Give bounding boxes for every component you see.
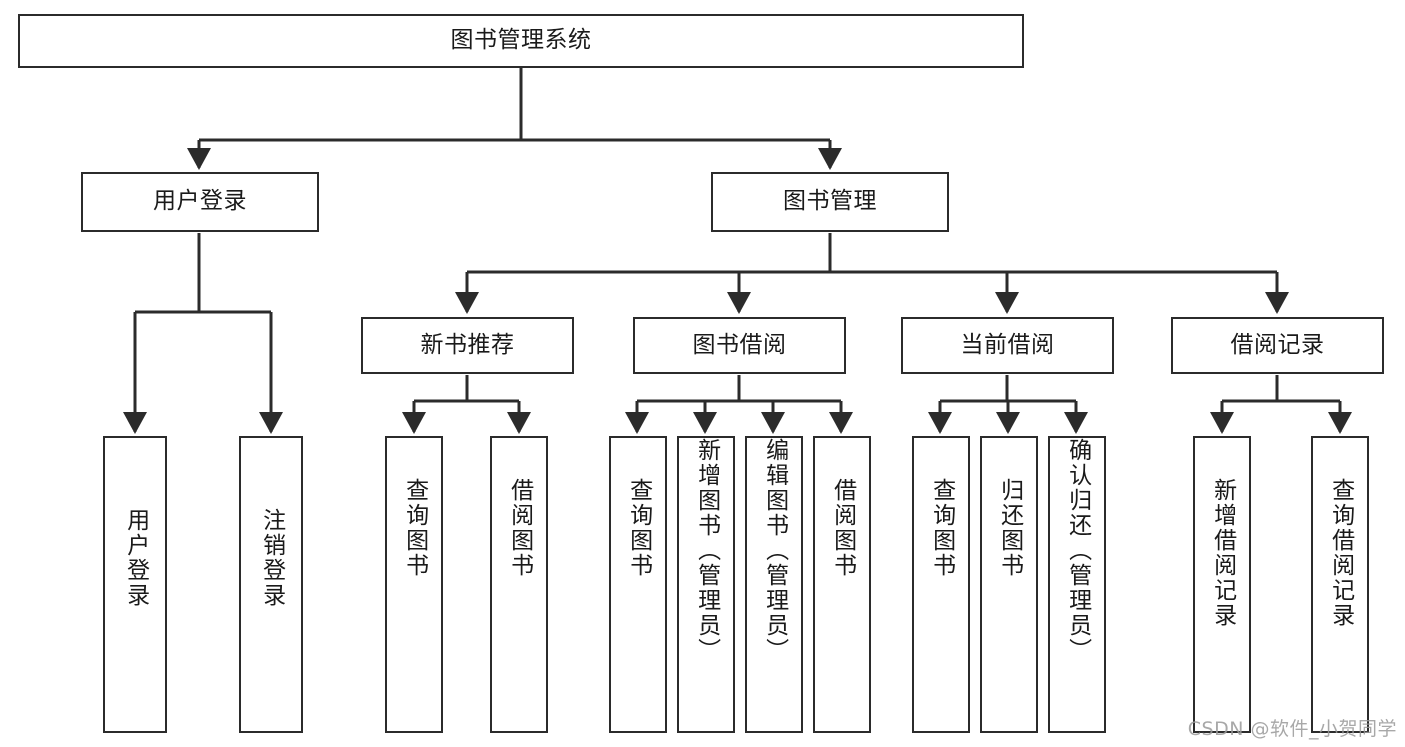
leaf-borrow-borrow[interactable]: 借阅图书	[813, 436, 871, 733]
leaf-user-login-login[interactable]: 用户登录	[103, 436, 167, 733]
leaf-newbook-borrow-label: 借阅图书	[506, 478, 533, 578]
leaf-current-confirm-admin-label: 确认归还（管理员）	[1064, 438, 1091, 663]
node-user-login-label: 用户登录	[153, 188, 247, 215]
leaf-borrow-add-admin[interactable]: 新增图书（管理员）	[677, 436, 735, 733]
node-book-management-label: 图书管理	[783, 188, 877, 215]
leaf-borrow-edit-admin[interactable]: 编辑图书（管理员）	[745, 436, 803, 733]
node-current-borrow-label: 当前借阅	[960, 331, 1055, 358]
node-new-book-recommend[interactable]: 新书推荐	[361, 317, 574, 374]
leaf-current-query-label: 查询图书	[928, 478, 955, 578]
leaf-newbook-query[interactable]: 查询图书	[385, 436, 443, 733]
leaf-newbook-query-label: 查询图书	[401, 478, 428, 578]
leaf-current-return-label: 归还图书	[996, 478, 1023, 578]
node-root-label: 图书管理系统	[450, 27, 592, 54]
node-book-management[interactable]: 图书管理	[711, 172, 949, 232]
leaf-user-login-login-label: 用户登录	[122, 508, 149, 608]
leaf-borrow-query[interactable]: 查询图书	[609, 436, 667, 733]
node-current-borrow[interactable]: 当前借阅	[901, 317, 1114, 374]
leaf-borrow-borrow-label: 借阅图书	[829, 478, 856, 578]
leaf-user-login-logout[interactable]: 注销登录	[239, 436, 303, 733]
leaf-record-query[interactable]: 查询借阅记录	[1311, 436, 1369, 733]
leaf-current-confirm-admin[interactable]: 确认归还（管理员）	[1048, 436, 1106, 733]
leaf-borrow-query-label: 查询图书	[625, 478, 652, 578]
node-new-book-recommend-label: 新书推荐	[420, 331, 515, 358]
node-root[interactable]: 图书管理系统	[18, 14, 1024, 68]
leaf-user-login-logout-label: 注销登录	[258, 508, 285, 608]
leaf-newbook-borrow[interactable]: 借阅图书	[490, 436, 548, 733]
node-user-login[interactable]: 用户登录	[81, 172, 319, 232]
node-book-borrow[interactable]: 图书借阅	[633, 317, 846, 374]
leaf-borrow-edit-admin-label: 编辑图书（管理员）	[761, 438, 788, 663]
node-borrow-record-label: 借阅记录	[1230, 331, 1325, 358]
leaf-current-return[interactable]: 归还图书	[980, 436, 1038, 733]
leaf-borrow-add-admin-label: 新增图书（管理员）	[693, 438, 720, 663]
leaf-current-query[interactable]: 查询图书	[912, 436, 970, 733]
node-book-borrow-label: 图书借阅	[692, 331, 787, 358]
node-borrow-record[interactable]: 借阅记录	[1171, 317, 1384, 374]
leaf-record-add-label: 新增借阅记录	[1209, 478, 1236, 628]
leaf-record-query-label: 查询借阅记录	[1327, 478, 1354, 628]
leaf-record-add[interactable]: 新增借阅记录	[1193, 436, 1251, 733]
